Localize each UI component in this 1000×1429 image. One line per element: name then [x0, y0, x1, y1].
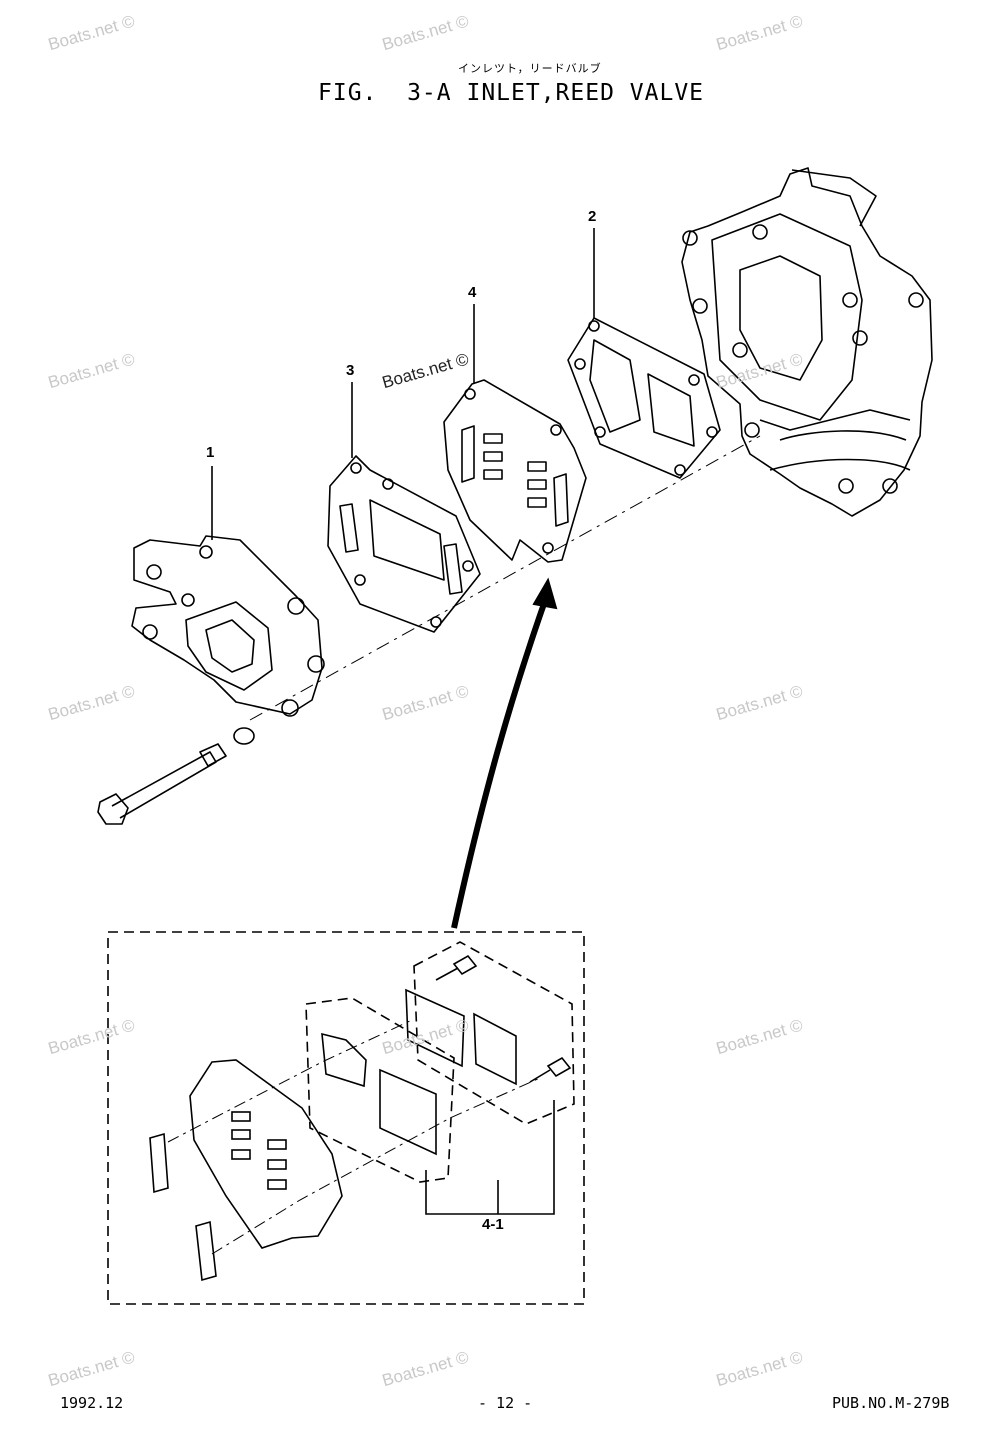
reed-valve-detail [107, 931, 585, 1305]
callout-2: 2 [588, 208, 597, 225]
figure-title: FIG. 3-A INLET,REED VALVE [318, 80, 705, 106]
callout-4-1: 4-1 [482, 1216, 504, 1233]
callout-1: 1 [206, 444, 215, 461]
footer-page-number: - 12 - [478, 1394, 533, 1412]
gasket-3 [327, 455, 481, 633]
detail-arrow [451, 577, 558, 929]
assembly-axis-line [249, 435, 761, 721]
crankcase-block [681, 167, 933, 517]
footer-date: 1992.12 [60, 1394, 124, 1412]
callout-4: 4 [468, 284, 477, 301]
washer-and-bolt [97, 727, 255, 825]
callout-3: 3 [346, 362, 355, 379]
gasket-2 [567, 317, 721, 479]
footer-publication-number: PUB.NO.M-279B [832, 1394, 950, 1412]
reed-valve-plate-4 [443, 379, 587, 563]
figure-subtitle-japanese: インレツト，リードバルブ [458, 62, 602, 75]
intake-manifold-1 [131, 535, 325, 717]
